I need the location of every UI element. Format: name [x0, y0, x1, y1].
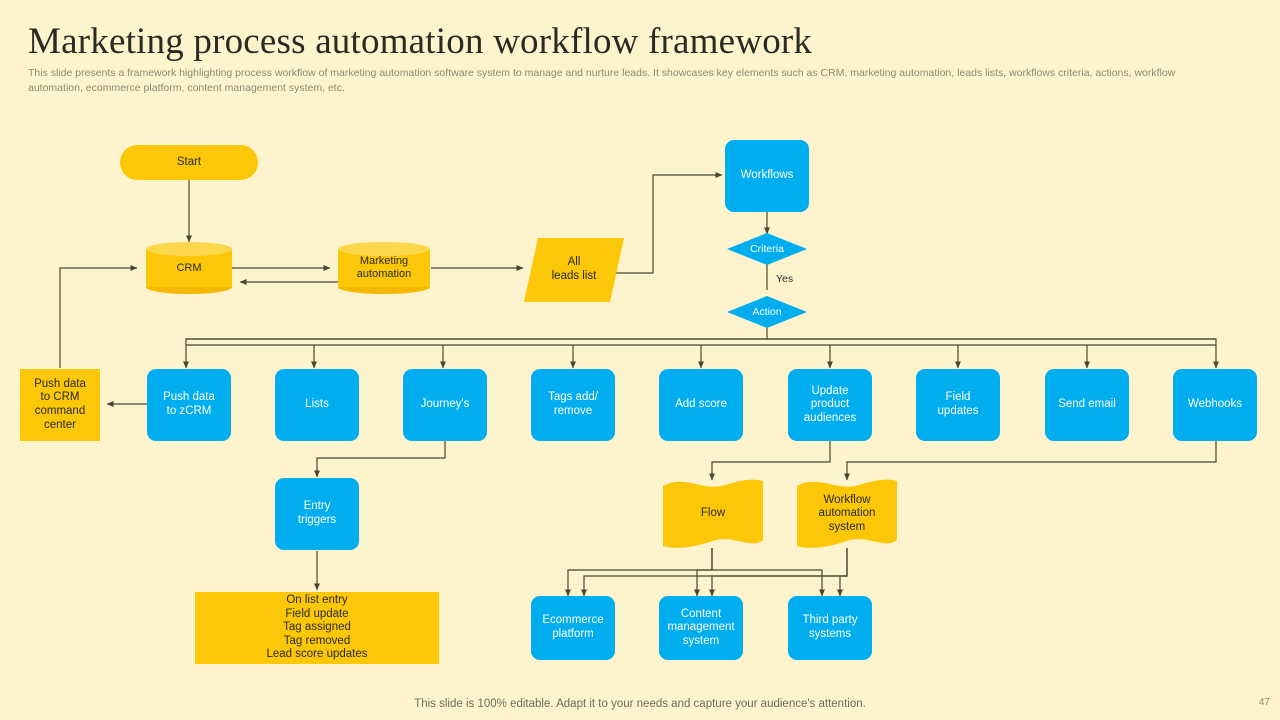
banner-shape [663, 479, 763, 548]
node-ecommerce-platform[interactable]: Ecommerce platform [531, 596, 615, 660]
node-journeys[interactable]: Journey's [403, 369, 487, 441]
node-criteria-label: Criteria [750, 242, 784, 255]
node-tags-add-remove[interactable]: Tags add/ remove [531, 369, 615, 441]
node-webhooks[interactable]: Webhooks [1173, 369, 1257, 441]
node-add-score-label: Add score [675, 398, 727, 411]
parallelogram-shape [524, 238, 624, 302]
node-add-score[interactable]: Add score [659, 369, 743, 441]
node-third-party-systems[interactable]: Third party systems [788, 596, 872, 660]
footer-note: This slide is 100% editable. Adapt it to… [414, 698, 866, 710]
node-push-data-zcrm-label: Push data to zCRM [163, 391, 215, 417]
edge-label-criteria-yes: Yes [776, 273, 794, 285]
page-title: Marketing process automation workflow fr… [28, 21, 813, 62]
node-push-data-zcrm[interactable]: Push data to zCRM [147, 369, 231, 441]
node-content-management-system[interactable]: Content management system [659, 596, 743, 660]
node-all-leads-list-label: All leads list [551, 256, 597, 282]
node-send-email[interactable]: Send email [1045, 369, 1129, 441]
node-flow[interactable]: Flow [663, 478, 763, 550]
page-subtitle: This slide presents a framework highligh… [28, 67, 1176, 94]
node-trigger-list[interactable]: On list entry Field update Tag assigned … [195, 592, 439, 664]
page-number: 47 [1258, 697, 1270, 708]
cylinder-top [146, 242, 232, 256]
node-lists-label: Lists [305, 398, 329, 411]
node-all-leads-list[interactable]: All leads list [524, 238, 624, 302]
node-crm[interactable]: CRM [146, 242, 232, 294]
node-start[interactable]: Start [120, 145, 258, 180]
node-crm-label: CRM [176, 261, 202, 274]
node-flow-label: Flow [700, 507, 726, 520]
node-field-updates-label: Field updates [937, 391, 979, 417]
cylinder-top [338, 242, 430, 256]
node-marketing-automation-label: Marketing automation [356, 255, 412, 280]
node-push-data-crm-command-center[interactable]: Push data to CRM command center [20, 369, 100, 441]
node-content-management-system-label: Content management system [667, 607, 735, 647]
node-field-updates[interactable]: Field updates [916, 369, 1000, 441]
node-webhooks-label: Webhooks [1187, 398, 1243, 411]
node-marketing-automation[interactable]: Marketing automation [338, 242, 430, 294]
node-update-product-audiences-label: Update product audiences [803, 384, 857, 424]
node-lists[interactable]: Lists [275, 369, 359, 441]
node-workflows[interactable]: Workflows [725, 140, 809, 212]
node-action[interactable]: Action [727, 296, 807, 328]
node-entry-triggers[interactable]: Entry triggers [275, 478, 359, 550]
node-criteria[interactable]: Criteria [727, 233, 807, 265]
node-workflows-label: Workflows [740, 169, 794, 182]
node-push-data-crm-command-center-label: Push data to CRM command center [34, 377, 86, 431]
node-action-label: Action [752, 305, 782, 318]
node-third-party-systems-label: Third party systems [802, 614, 858, 640]
node-start-label: Start [176, 155, 202, 168]
node-tags-add-remove-label: Tags add/ remove [548, 391, 598, 417]
node-trigger-list-label: On list entry Field update Tag assigned … [266, 594, 368, 661]
node-workflow-automation-system[interactable]: Workflow automation system [797, 478, 897, 550]
node-workflow-automation-system-label: Workflow automation system [818, 493, 876, 533]
node-update-product-audiences[interactable]: Update product audiences [788, 369, 872, 441]
node-ecommerce-platform-label: Ecommerce platform [542, 614, 604, 640]
node-journeys-label: Journey's [420, 398, 470, 411]
node-entry-triggers-label: Entry triggers [297, 500, 337, 526]
banner-shape [797, 479, 897, 548]
node-send-email-label: Send email [1058, 398, 1116, 411]
